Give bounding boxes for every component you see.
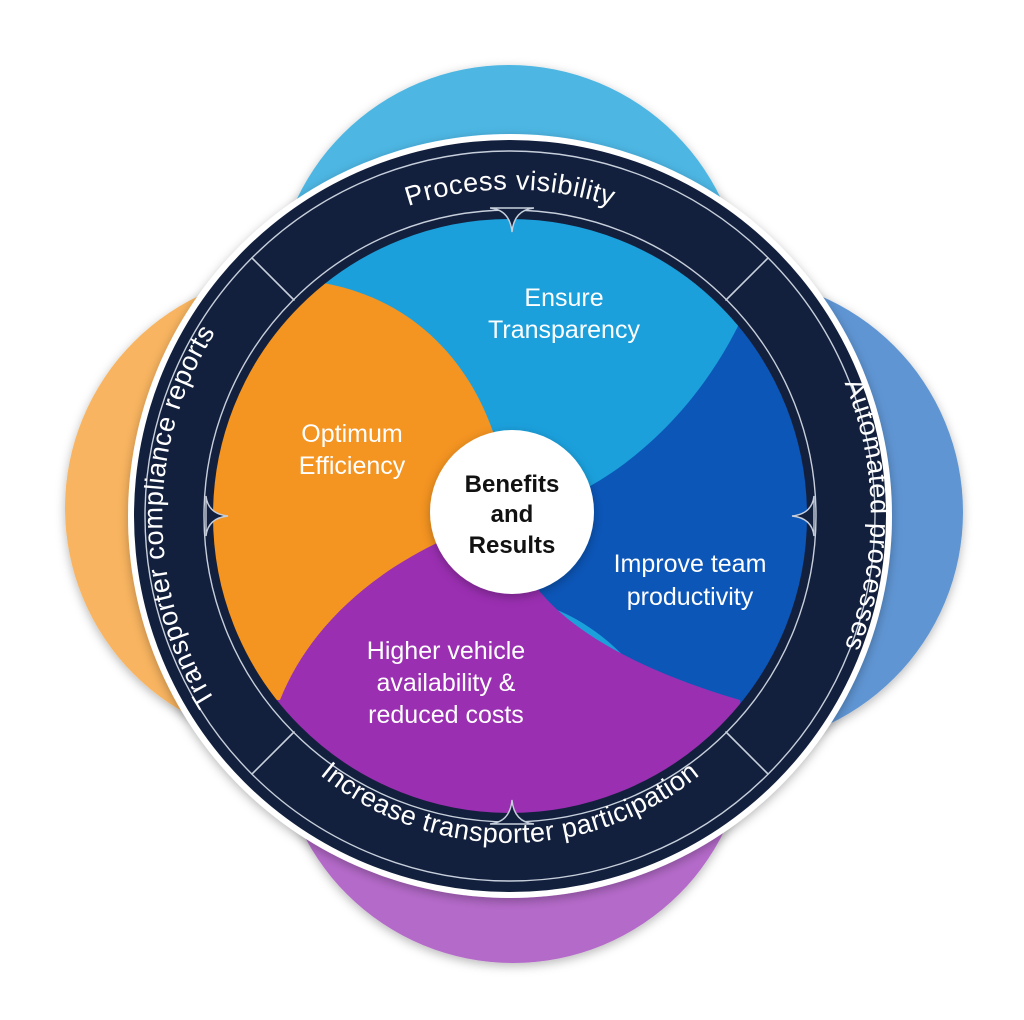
segment-bottom-line1: Higher vehicle [367,637,525,665]
segment-bottom-line3: reduced costs [368,701,524,729]
segment-right-label: Improve team productivity [614,550,767,611]
segment-top-line2: Transparency [488,316,640,344]
segment-left-line1: Optimum [301,420,402,448]
center-line3: Results [469,532,556,559]
segment-right-line1: Improve team [614,550,767,578]
segment-top-label: Ensure Transparency [488,284,640,344]
segment-right-line2: productivity [627,583,754,611]
segment-left-label: Optimum Efficiency [299,420,406,480]
center-line2: and [491,501,534,528]
center-line1: Benefits [465,471,560,498]
ring-notches [205,207,815,825]
segment-bottom-line2: availability & [377,669,516,697]
segment-left-line2: Efficiency [299,452,406,480]
segment-bottom-fill [260,516,760,814]
segment-top-line1: Ensure [524,284,603,312]
center-hub: Benefits and Results [430,430,594,594]
segment-right-fill [510,300,808,760]
segment-bottom-label: Higher vehicle availability & reduced co… [367,637,525,729]
